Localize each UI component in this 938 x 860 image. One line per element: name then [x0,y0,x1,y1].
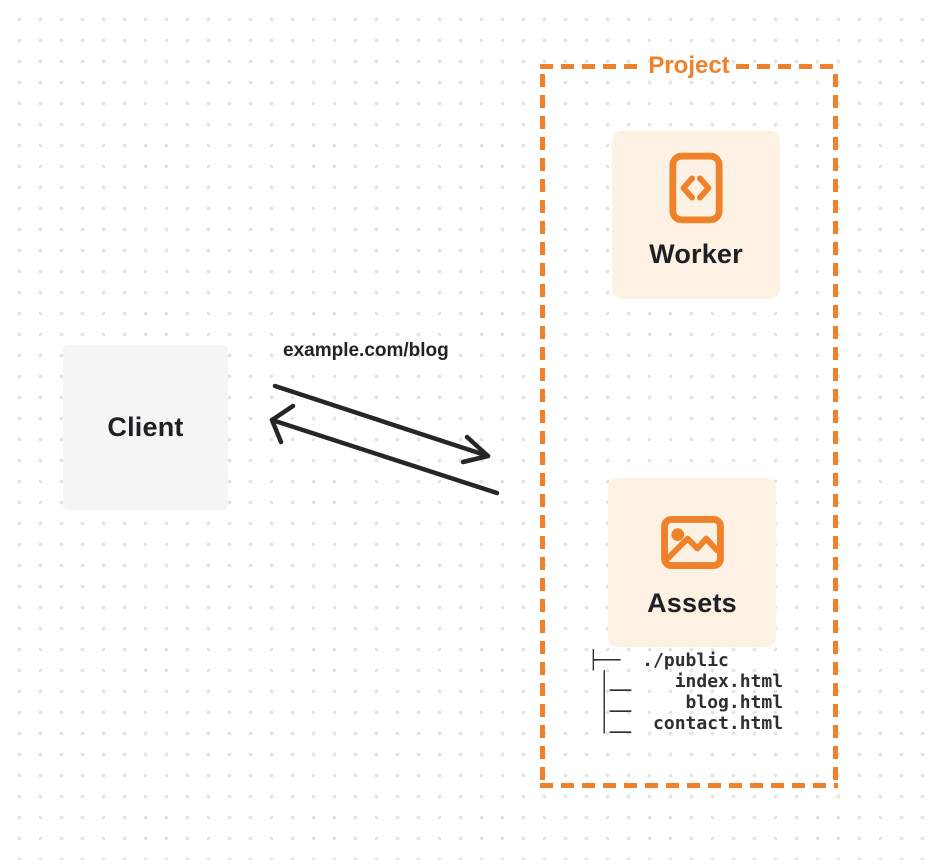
assets-label: Assets [647,588,737,618]
worker-label: Worker [649,239,743,269]
dashed-border-left [540,74,545,780]
tree-line-contact: │__ contact.html [588,713,784,734]
dashed-border-right [833,74,838,780]
code-file-icon [669,152,723,224]
tree-line-public: ├── ./public [588,650,729,671]
assets-file-tree: ├── ./public │__ index.html │__ blog.htm… [588,650,783,734]
project-label: Project [648,52,730,79]
dashed-border-segment [540,63,643,69]
request-arrow [272,383,491,465]
worker-node: Worker [612,131,780,299]
dashed-border-segment [735,63,838,69]
project-container: Project Worker [540,52,838,788]
tree-line-index: │__ index.html [588,671,784,692]
assets-node: Assets [608,478,776,647]
client-node: Client [63,345,228,510]
request-url-label: example.com/blog [283,340,449,361]
tree-line-blog: │__ blog.html [588,692,784,713]
response-arrow [269,403,500,496]
client-label: Client [107,412,184,442]
dashed-border-bottom [540,783,838,788]
project-top-border: Project [540,50,838,82]
image-icon [660,516,724,569]
